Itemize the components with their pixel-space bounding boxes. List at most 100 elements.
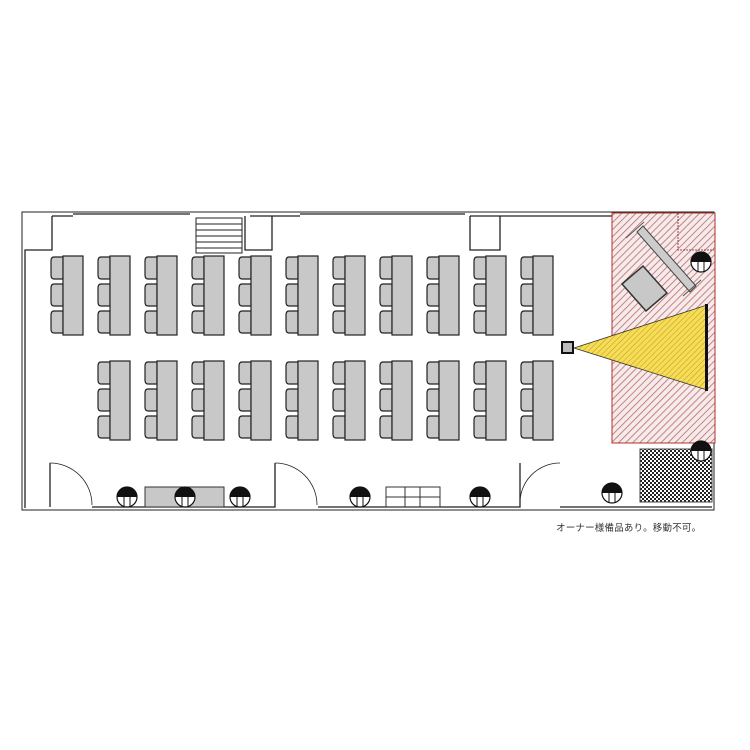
projector-icon [561,341,574,354]
chair [426,388,440,412]
table [156,360,178,441]
chair [332,283,346,307]
owner-equipment-note: オーナー様備品あり。移動不可。 [556,523,702,534]
chair [238,256,252,280]
stool-icon [690,440,712,462]
chair [50,256,64,280]
chair [426,256,440,280]
chair [97,256,111,280]
desk-back-row [285,360,319,441]
chair [426,361,440,385]
chair [285,415,299,439]
stools [116,251,712,508]
desk-back-row [520,360,554,441]
chair [191,388,205,412]
chair [473,388,487,412]
long-table-diagonal [625,221,702,297]
chair [520,415,534,439]
chair [285,256,299,280]
chair [379,283,393,307]
chair [191,256,205,280]
chair [97,388,111,412]
chair [520,310,534,334]
chair [473,310,487,334]
chair [97,361,111,385]
table [109,255,131,336]
chair [144,361,158,385]
table [438,360,460,441]
table [156,255,178,336]
chair [473,415,487,439]
table [203,255,225,336]
chair [144,415,158,439]
desk-front-row [520,255,554,336]
chair [97,310,111,334]
walls [21,211,715,511]
stool-icon [349,486,371,508]
desk-front-row [473,255,507,336]
stairs [195,217,243,254]
chair [520,283,534,307]
chair [238,388,252,412]
desk-layout [50,255,554,441]
desk-front-row [379,255,413,336]
table [485,360,507,441]
chair [473,361,487,385]
owner-equipment-area [572,212,716,444]
chair [520,256,534,280]
chair [144,256,158,280]
table [297,255,319,336]
chair [238,283,252,307]
chair [191,361,205,385]
chair [379,361,393,385]
chair [520,361,534,385]
rack [385,486,441,508]
chair [285,283,299,307]
chair [97,283,111,307]
chair [332,388,346,412]
desk-back-row [144,360,178,441]
desk-front-row [285,255,319,336]
chair [191,283,205,307]
desk-back-row [473,360,507,441]
chair [473,283,487,307]
table [203,360,225,441]
chair [520,388,534,412]
desk-back-row [426,360,460,441]
desk-front-row [332,255,366,336]
chair [144,388,158,412]
chair [191,310,205,334]
table [297,360,319,441]
chair [144,283,158,307]
chair [285,310,299,334]
desk-back-row [332,360,366,441]
table [391,255,413,336]
table [391,360,413,441]
chair [285,361,299,385]
chair [238,361,252,385]
stool-icon [174,486,196,508]
projector-screen [705,304,708,391]
desk-back-row [97,360,131,441]
chair [473,256,487,280]
chair [332,256,346,280]
equipment-box [620,264,669,313]
chair [379,415,393,439]
chair [50,310,64,334]
chair [332,415,346,439]
chair [50,283,64,307]
table [250,360,272,441]
table [250,255,272,336]
chair [238,415,252,439]
desk-front-row [50,255,84,336]
chair [238,310,252,334]
chair [426,310,440,334]
chair [379,310,393,334]
stool-icon [469,486,491,508]
table [62,255,84,336]
stool-icon [116,486,138,508]
chair [426,283,440,307]
table [485,255,507,336]
chair [97,415,111,439]
